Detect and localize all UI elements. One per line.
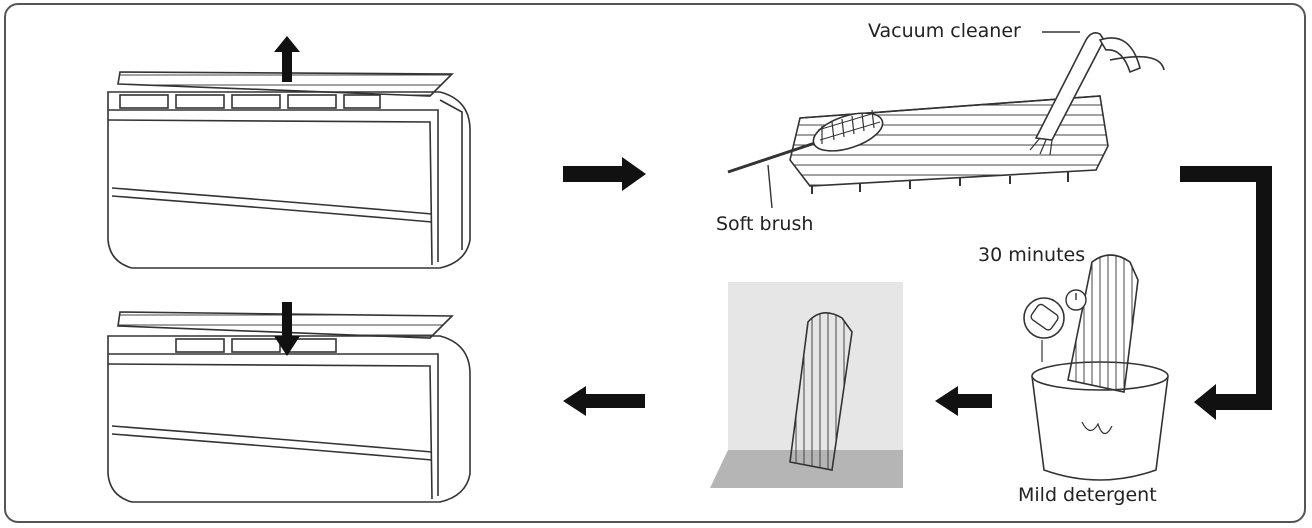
vacuum-icon (1029, 32, 1165, 156)
soft-brush-label: Soft brush (716, 213, 814, 235)
arrow-down-icon (274, 302, 300, 356)
vacuum-cleaner-label: Vacuum cleaner (868, 20, 1021, 42)
drying-filter-icon (789, 312, 853, 471)
elbow-arrow-icon (1180, 166, 1272, 420)
ac-unit-top-icon (107, 91, 471, 269)
arrow-left-small-icon (935, 386, 992, 416)
timer-icon (1065, 289, 1087, 311)
minutes-label: 30 minutes (978, 244, 1086, 266)
filter-top-icon (117, 71, 454, 97)
arrow-left-icon (563, 386, 645, 416)
arrow-up-icon (274, 36, 300, 82)
ac-unit-bottom-icon (107, 335, 471, 503)
brush-icon (727, 109, 884, 174)
brush-leader-line (767, 164, 773, 209)
soaking-filter-icon (1067, 254, 1139, 393)
mild-detergent-label: Mild detergent (1018, 484, 1157, 506)
detergent-bottle-icon (1023, 297, 1065, 362)
arrow-right-icon (563, 157, 646, 191)
